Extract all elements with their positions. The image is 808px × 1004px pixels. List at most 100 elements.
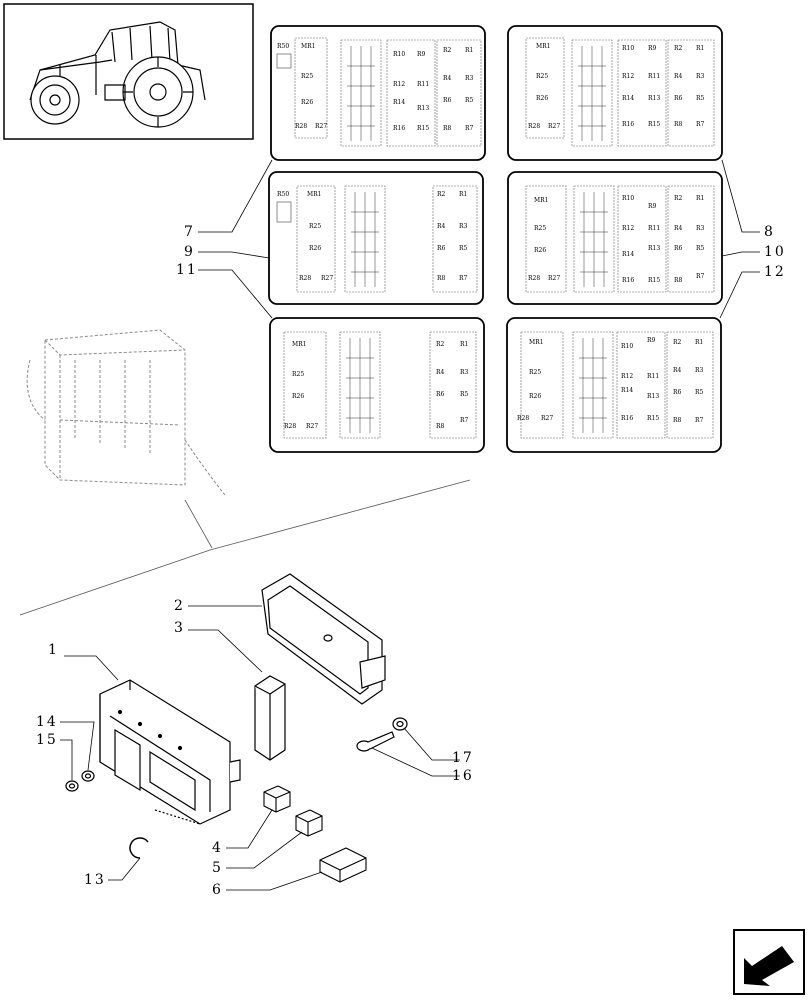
relay-label-r3: R3 [695, 367, 704, 374]
relay-label-mr1: MR1 [301, 43, 315, 50]
callout-12: 12 [764, 264, 786, 280]
relay-label-r25: R25 [529, 369, 541, 376]
relay-label-r28: R28 [517, 415, 529, 422]
relay-label-r2: R2 [673, 339, 682, 346]
relay-label-r28: R28 [284, 423, 296, 430]
relay-label-r2: R2 [674, 45, 683, 52]
clip-part [129, 837, 149, 859]
relay-label-mr1: MR1 [307, 191, 321, 198]
relay-panel-10: MR1 R25 R26 R28 R27 R10 R9 R12 R11 R14 R… [507, 171, 723, 305]
relay-label-r26: R26 [292, 393, 304, 400]
relay-label-r8: R8 [443, 125, 452, 132]
relay-label-r10: R10 [621, 343, 633, 350]
relay-label-r8: R8 [674, 121, 683, 128]
relay-label-r10: R10 [622, 195, 634, 202]
relay-large-6 [319, 847, 367, 883]
relay-panel-12: MR1 R25 R26 R28 R27 R10 R9 R12 R11 R14 R… [506, 317, 722, 453]
relay-label-r25: R25 [301, 73, 313, 80]
relay-label-r25: R25 [536, 73, 548, 80]
relay-label-r1: R1 [460, 341, 468, 348]
relay-label-r4: R4 [674, 73, 683, 80]
callout-13: 13 [84, 872, 106, 888]
relay-label-r1: R1 [696, 195, 704, 202]
relay-label-r27: R27 [315, 123, 327, 130]
relay-label-mr1: MR1 [534, 197, 548, 204]
relay-label-r2: R2 [443, 47, 452, 54]
relay-label-r26: R26 [536, 95, 548, 102]
relay-label-r8: R8 [437, 275, 446, 282]
relay-label-r7: R7 [460, 417, 469, 424]
relay-label-r9: R9 [417, 51, 426, 58]
relay-label-r7: R7 [465, 125, 474, 132]
relay-label-r12: R12 [622, 225, 634, 232]
relay-label-r50: R50 [277, 43, 289, 50]
callout-15: 15 [36, 732, 58, 748]
relay-label-r15: R15 [647, 415, 659, 422]
relay-label-r14: R14 [622, 251, 634, 258]
relay-label-r14: R14 [622, 95, 634, 102]
relay-label-r8: R8 [674, 277, 683, 284]
relay-label-mr1: MR1 [292, 341, 306, 348]
callout-9: 9 [184, 244, 195, 260]
relay-label-r4: R4 [673, 367, 682, 374]
relay-label-r3: R3 [465, 75, 474, 82]
bolt-part [356, 717, 408, 752]
relay-label-r8: R8 [673, 417, 682, 424]
relay-label-r7: R7 [695, 417, 704, 424]
relay-label-r25: R25 [534, 225, 546, 232]
relay-label-r2: R2 [436, 341, 445, 348]
relay-label-r12: R12 [621, 373, 633, 380]
callout-14: 14 [36, 714, 58, 730]
relay-label-r4: R4 [436, 369, 445, 376]
relay-label-r7: R7 [696, 121, 705, 128]
relay-label-r26: R26 [529, 393, 541, 400]
relay-label-r50: R50 [277, 191, 289, 198]
relay-label-r10: R10 [393, 51, 405, 58]
callout-2: 2 [174, 598, 185, 614]
relay-label-r6: R6 [443, 97, 452, 104]
nut-washer-parts [65, 770, 95, 792]
relay-label-r15: R15 [417, 125, 429, 132]
relay-label-mr1: MR1 [536, 43, 550, 50]
cover-part [261, 573, 386, 705]
next-page-arrow-icon[interactable] [733, 929, 805, 995]
tractor-thumbnail [3, 3, 254, 140]
relay-label-r3: R3 [696, 73, 705, 80]
relay-label-r27: R27 [548, 123, 560, 130]
relay-panel-9: R50 MR1 R25 R26 R28 R27 R2 R1 R4 R3 R6 R… [268, 171, 484, 305]
relay-label-r4: R4 [437, 223, 446, 230]
relay-label-r13: R13 [648, 95, 660, 102]
relay-label-r25: R25 [292, 371, 304, 378]
relay-label-r25: R25 [309, 223, 321, 230]
callout-10: 10 [764, 244, 786, 260]
relay-small-5 [295, 809, 323, 837]
fuse-box-location-sketch [26, 329, 226, 496]
relay-label-r27: R27 [306, 423, 318, 430]
relay-label-r9: R9 [648, 203, 657, 210]
fuse-box-part [99, 679, 241, 825]
relay-label-r27: R27 [548, 275, 560, 282]
callout-1: 1 [48, 642, 59, 658]
relay-label-mr1: MR1 [529, 339, 543, 346]
callout-4: 4 [212, 840, 223, 856]
relay-label-r1: R1 [695, 339, 703, 346]
relay-label-r28: R28 [299, 275, 311, 282]
relay-label-r26: R26 [301, 99, 313, 106]
relay-panel-7: R50 MR1 R25 R26 R28 R27 R10 R9 R12 R11 R… [270, 25, 486, 161]
relay-label-r28: R28 [528, 123, 540, 130]
relay-label-r13: R13 [648, 245, 660, 252]
callout-16: 16 [452, 768, 474, 784]
relay-label-r1: R1 [465, 47, 473, 54]
relay-label-r3: R3 [459, 223, 468, 230]
relay-label-r1: R1 [696, 45, 704, 52]
relay-label-r5: R5 [459, 245, 468, 252]
relay-label-r14: R14 [621, 387, 633, 394]
relay-label-r11: R11 [417, 81, 429, 88]
relay-label-r12: R12 [393, 81, 405, 88]
relay-label-r5: R5 [465, 97, 474, 104]
callout-7: 7 [184, 224, 195, 240]
relay-label-r9: R9 [647, 337, 656, 344]
relay-label-r5: R5 [460, 391, 469, 398]
relay-label-r27: R27 [321, 275, 333, 282]
